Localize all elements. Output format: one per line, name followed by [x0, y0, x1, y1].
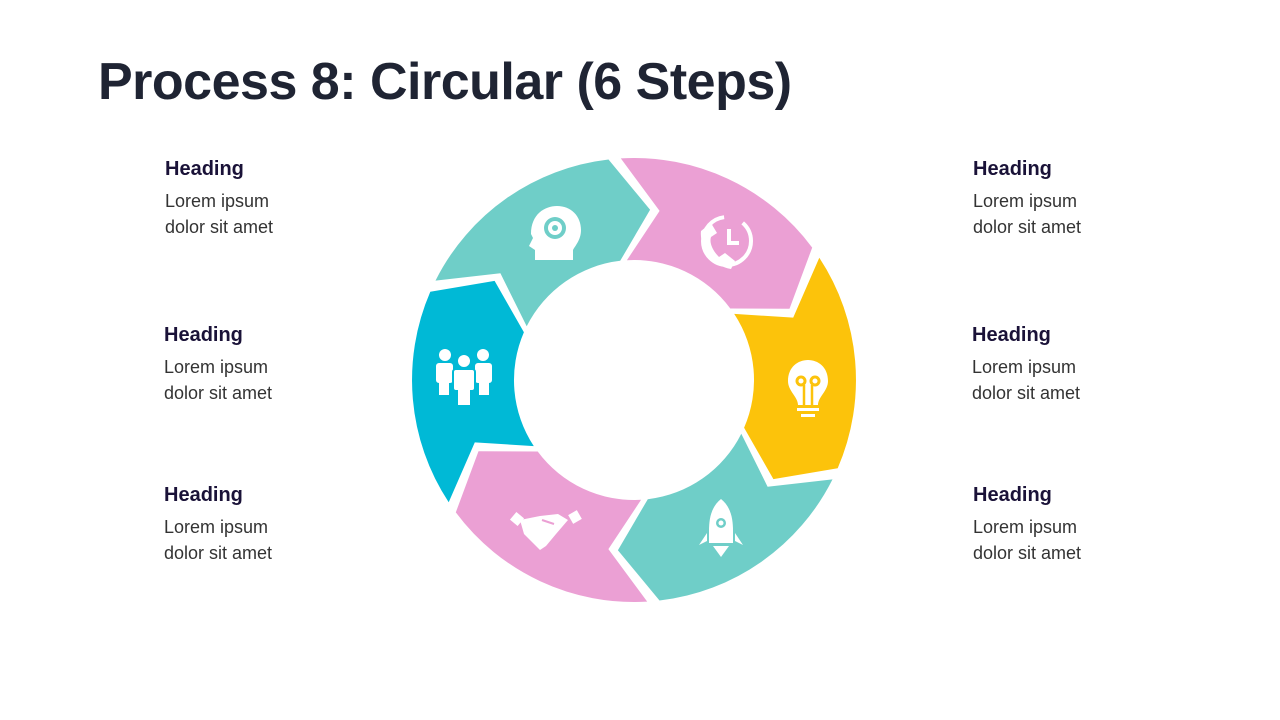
rocket-icon [699, 499, 743, 557]
phone-clock-icon [700, 215, 753, 269]
lightbulb-icon [788, 360, 828, 417]
team-icon [436, 349, 492, 405]
page-title: Process 8: Circular (6 Steps) [98, 53, 792, 111]
step-heading: Heading [164, 484, 243, 506]
handshake-icon [509, 510, 582, 550]
head-gear-icon [529, 206, 581, 260]
step-heading: Heading [973, 158, 1052, 180]
ring-segment-step-2 [620, 158, 813, 309]
step-heading: Heading [972, 324, 1051, 346]
step-heading: Heading [164, 324, 243, 346]
step-heading: Heading [165, 158, 244, 180]
step-heading: Heading [973, 484, 1052, 506]
